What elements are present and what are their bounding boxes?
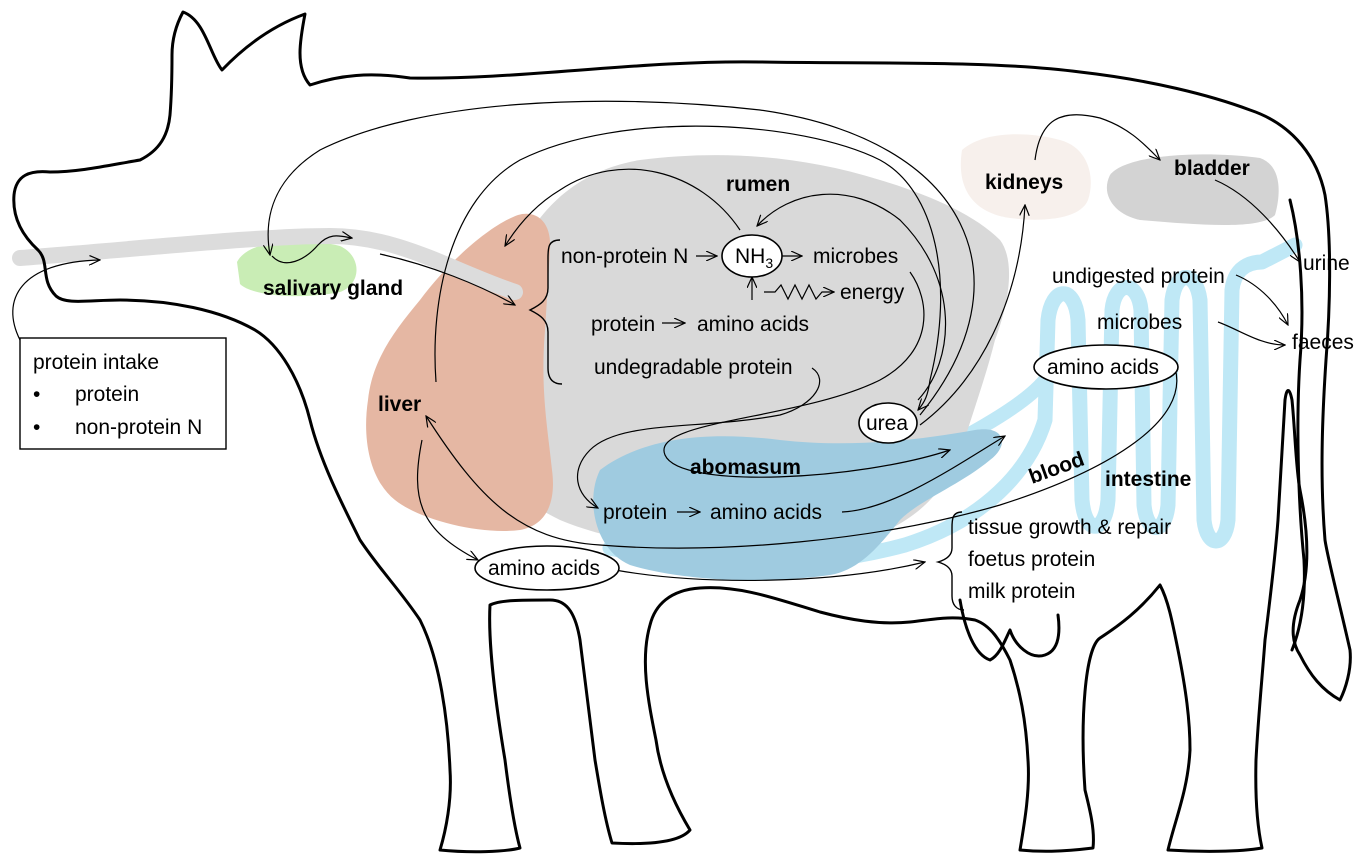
non-protein-n-label: non-protein N bbox=[561, 245, 688, 268]
energy-label: energy bbox=[840, 281, 905, 304]
arrow-icon-blood-to-liver bbox=[426, 367, 1178, 549]
rumen-amino-acids-label: amino acids bbox=[697, 313, 809, 336]
arrow-icon-abomasum-to-intestine bbox=[841, 436, 1005, 513]
brace-icon-uses bbox=[935, 511, 965, 611]
nh3-label: NH3 bbox=[735, 245, 773, 271]
bullet-icon: • bbox=[33, 383, 40, 406]
intake-title: protein intake bbox=[33, 351, 159, 374]
abomasum-label: abomasum bbox=[690, 456, 801, 479]
salivary-gland-label: salivary gland bbox=[263, 277, 403, 300]
liver-label: liver bbox=[378, 393, 421, 416]
use-foetus-protein: foetus protein bbox=[968, 548, 1095, 571]
kidneys-region bbox=[960, 134, 1091, 220]
use-tissue-growth: tissue growth & repair bbox=[968, 516, 1171, 539]
bladder-region bbox=[1106, 154, 1279, 225]
udder-outline bbox=[958, 598, 1061, 662]
arrow-icon-esophagus bbox=[379, 253, 515, 305]
faeces-label: faeces bbox=[1292, 331, 1354, 354]
nh3-subscript: 3 bbox=[765, 255, 773, 271]
abomasum-protein-label: protein bbox=[603, 501, 667, 524]
bullet-icon: • bbox=[33, 416, 40, 439]
intestine-amino-acids-label: amino acids bbox=[1047, 356, 1159, 379]
intestine-label: intestine bbox=[1105, 468, 1191, 491]
rumen-microbes-label: microbes bbox=[813, 245, 898, 268]
arrow-icon-microbes-to-abomasum bbox=[663, 271, 950, 478]
cow-body-outline bbox=[12, 10, 1352, 854]
flow-arrows bbox=[12, 100, 1300, 582]
arrow-icon-undegradable-to-abomasum bbox=[576, 367, 821, 508]
abomasum-amino-acids-label: amino acids bbox=[710, 501, 822, 524]
arrow-icon-intake-to-mouth bbox=[12, 260, 100, 341]
liver-amino-acids-label: amino acids bbox=[488, 557, 600, 580]
arrow-icon-urea-to-rumen bbox=[757, 193, 947, 401]
arrow-icon-nh3-to-liver bbox=[505, 168, 741, 246]
intestine-amino-acids-ellipse bbox=[1033, 344, 1179, 390]
arrow-icon-microbes-to-faeces bbox=[1217, 321, 1285, 345]
intake-item-protein: protein bbox=[75, 383, 139, 406]
undigested-protein-label: undigested protein bbox=[1052, 265, 1225, 288]
rumen-label: rumen bbox=[726, 173, 790, 196]
arrow-icon-amino-acids-to-uses bbox=[614, 562, 925, 582]
urea-label: urea bbox=[866, 412, 908, 435]
organ-regions bbox=[12, 134, 1303, 581]
cow-outline bbox=[12, 10, 1352, 854]
abomasum-region bbox=[593, 429, 1002, 581]
undegradable-protein-label: undegradable protein bbox=[594, 356, 793, 379]
intake-item-non-protein-n: non-protein N bbox=[75, 416, 202, 439]
rumen-protein-label: protein bbox=[591, 313, 655, 336]
arrow-icon-liver-to-saliva bbox=[268, 100, 975, 416]
arrow-icon-saliva-loop bbox=[271, 236, 352, 264]
use-milk-protein: milk protein bbox=[968, 580, 1075, 603]
protein-intake-box: protein intake • protein • non-protein N bbox=[19, 337, 227, 450]
bladder-label: bladder bbox=[1174, 157, 1250, 180]
urine-label: urine bbox=[1303, 252, 1350, 275]
urea-ellipse bbox=[858, 402, 918, 444]
wavy-arrow-icon-energy bbox=[764, 283, 834, 301]
arrow-icon-urea-to-kidneys bbox=[919, 205, 1025, 426]
liver-amino-acids-ellipse bbox=[474, 545, 620, 591]
arrow-icon-bladder-to-urine bbox=[1214, 179, 1300, 262]
arrow-icon-kidneys-to-bladder bbox=[1034, 114, 1160, 160]
gi-tract-region bbox=[12, 228, 523, 300]
tail-outline bbox=[1288, 198, 1306, 652]
kidneys-label: kidneys bbox=[985, 171, 1063, 194]
liver-region bbox=[366, 213, 553, 531]
brace-icon-rumen-inputs bbox=[528, 239, 563, 385]
intestine-microbes-label: microbes bbox=[1097, 311, 1182, 334]
intestine-region bbox=[602, 237, 1303, 572]
nh3-ellipse bbox=[721, 234, 783, 278]
intake-box-frame bbox=[19, 337, 227, 450]
arrow-icon-undigested-to-faeces bbox=[1235, 274, 1288, 325]
arrow-icon-liver-to-urea bbox=[434, 125, 942, 410]
arrow-icon-liver-to-amino-acids bbox=[416, 439, 478, 560]
nh3-base: NH bbox=[735, 245, 765, 268]
